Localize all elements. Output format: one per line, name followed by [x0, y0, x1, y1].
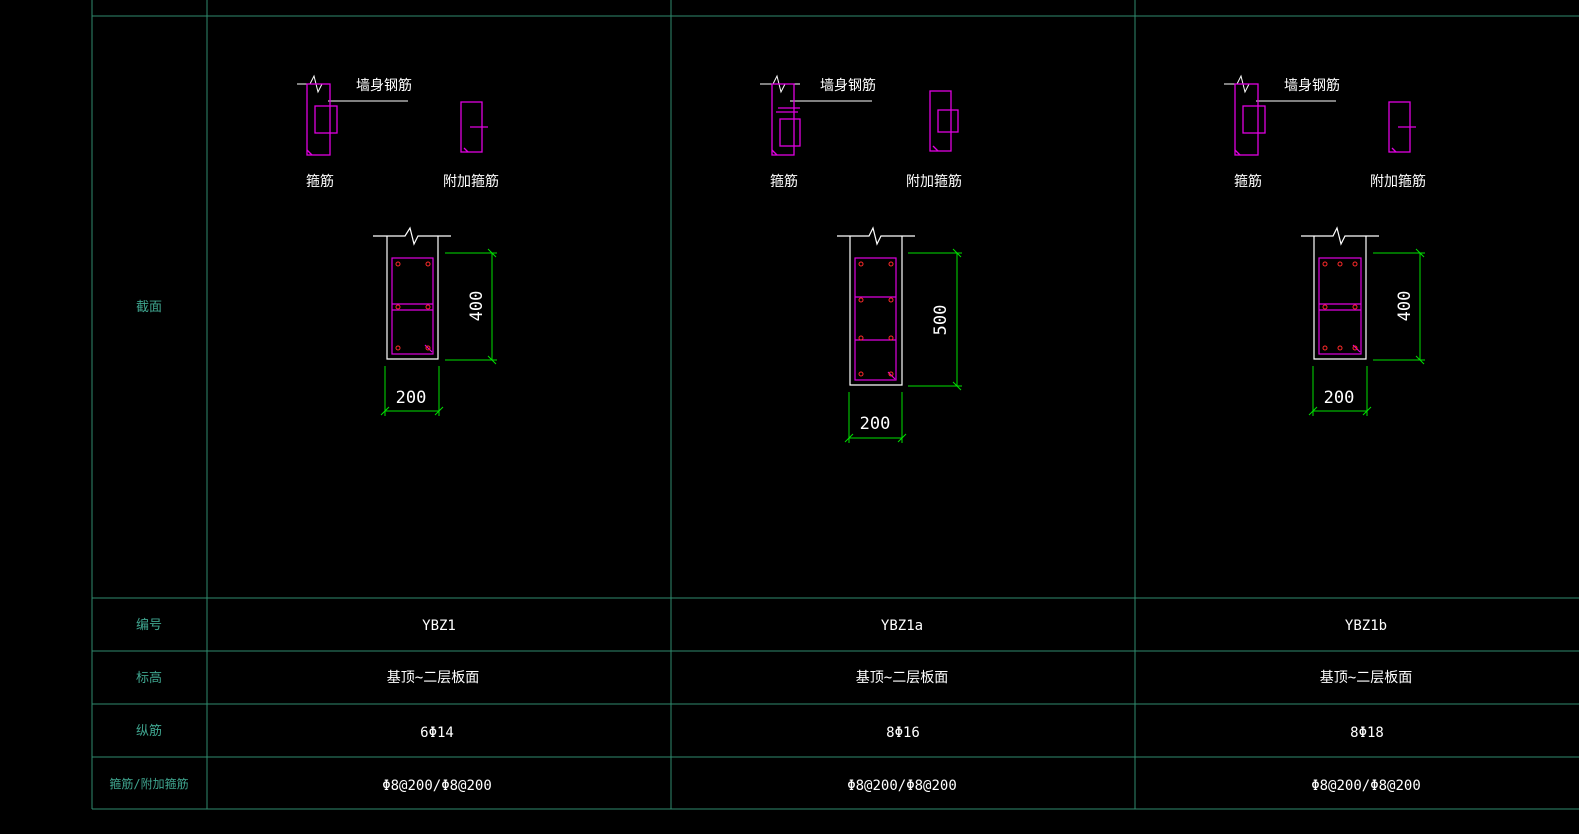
row-label-stirrup: 箍筋/附加箍筋: [109, 776, 188, 791]
callout-wall-rebar: 墙身钢筋: [820, 77, 876, 94]
dimension-width: 200: [1324, 388, 1355, 408]
stirrup-shape-icon: [1234, 83, 1266, 156]
cell-stirrup: Φ8@200/Φ8@200: [382, 778, 492, 794]
row-label-number: 编号: [136, 618, 162, 633]
dimension-height: 400: [1395, 291, 1415, 322]
callout-stirrup: 箍筋: [306, 173, 334, 190]
section-stirrups: [391, 257, 434, 355]
row-label-longitudinal: 纵筋: [136, 723, 162, 739]
cell-column-id: YBZ1: [422, 618, 456, 634]
cell-elevation: 基顶~二层板面: [387, 669, 479, 686]
column-ybz1a[interactable]: 墙身钢筋 箍筋 附加箍筋: [760, 74, 962, 794]
callout-extra-stirrup: 附加箍筋: [1370, 173, 1426, 190]
longitudinal-bars: [1322, 261, 1358, 351]
stirrup-shape-icon: [771, 83, 801, 156]
row-labels: 截面 编号 标高 纵筋 箍筋/附加箍筋: [109, 300, 188, 791]
cell-stirrup: Φ8@200/Φ8@200: [847, 778, 957, 794]
dimension-lines: [1308, 248, 1425, 416]
cell-stirrup: Φ8@200/Φ8@200: [1311, 778, 1421, 794]
cell-longitudinal: 8Φ18: [1350, 725, 1384, 741]
longitudinal-bars: [395, 261, 431, 351]
callout-stirrup: 箍筋: [770, 173, 798, 190]
extra-stirrup-icon: [929, 90, 959, 152]
callout-wall-rebar: 墙身钢筋: [1284, 77, 1340, 94]
dimension-height: 400: [467, 291, 487, 322]
extra-stirrup-icon: [460, 101, 488, 153]
dimension-height: 500: [931, 305, 951, 336]
cell-column-id: YBZ1a: [881, 618, 923, 634]
row-label-section: 截面: [136, 300, 162, 315]
section-outline: [837, 226, 915, 386]
row-label-elevation: 标高: [136, 670, 162, 686]
longitudinal-bars: [858, 261, 894, 377]
section-stirrups: [1318, 257, 1362, 355]
dimension-lines: [380, 248, 497, 416]
cell-longitudinal: 8Φ16: [886, 725, 920, 741]
section-outline: [373, 226, 451, 360]
cell-elevation: 基顶~二层板面: [1320, 669, 1412, 686]
callout-extra-stirrup: 附加箍筋: [906, 173, 962, 190]
callout-extra-stirrup: 附加箍筋: [443, 173, 499, 190]
cell-elevation: 基顶~二层板面: [856, 669, 948, 686]
stirrup-shape-icon: [306, 83, 338, 156]
cell-longitudinal: 6Φ14: [420, 725, 454, 741]
column-ybz1b[interactable]: 墙身钢筋 箍筋 附加箍筋: [1224, 74, 1426, 794]
dimension-lines: [844, 248, 962, 443]
dimension-width: 200: [396, 388, 427, 408]
table-grid: [91, 0, 1579, 810]
callout-wall-rebar: 墙身钢筋: [356, 77, 412, 94]
callout-stirrup: 箍筋: [1234, 173, 1262, 190]
cell-column-id: YBZ1b: [1345, 618, 1387, 634]
column-ybz1[interactable]: 墙身钢筋 箍筋 附加箍筋: [297, 74, 499, 794]
extra-stirrup-icon: [1388, 101, 1416, 153]
section-outline: [1301, 226, 1379, 360]
dimension-width: 200: [860, 414, 891, 434]
section-stirrups: [854, 257, 897, 381]
